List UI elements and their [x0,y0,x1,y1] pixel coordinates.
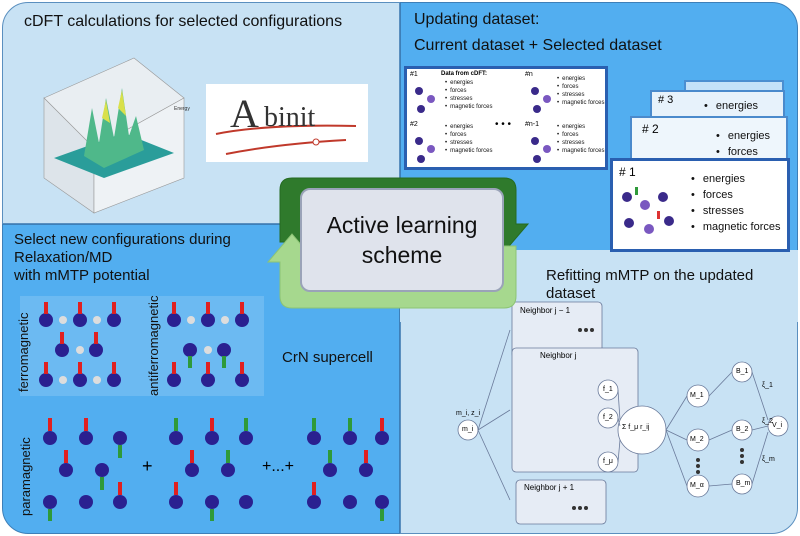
node-M2: M_2 [690,436,704,443]
crystal-icon [622,187,674,234]
node-neighbor-prev: Neighbor j − 1 [520,306,571,315]
refit-title-1: Refitting mMTP on the updated [546,267,754,284]
entry-n-1-list: energies forces stresses magnetic forces [557,123,604,155]
node-Vi: V_i [772,422,783,429]
node-xi1: ξ_1 [762,382,773,389]
label-ferromagnetic: ferromagnetic [16,312,31,392]
node-Mmax: M_α [690,482,704,489]
plus-dots: +...+ [262,458,295,475]
abinit-logo-letter: A [230,91,259,136]
cdft-title: cDFT calculations for selected configura… [24,13,343,30]
entry-n-list: energies forces stresses magnetic forces [557,75,604,107]
paramagnetic-structure-1 [43,418,127,521]
label-supercell: CrN supercell [282,349,373,366]
energy-surface-plot: Energy [43,57,190,214]
entry-ellipsis: • • • [495,119,512,130]
select-title-1: Select new configurations during [14,231,231,248]
crystal-icon [415,137,435,163]
stack-1-label: # 1 [619,165,636,179]
select-title-3: with mMTP potential [14,267,150,284]
crystal-icon [415,87,435,113]
stack-2-label: # 2 [642,122,659,136]
ferromagnetic-structure [39,302,121,387]
entry-n-label: #n [525,71,533,78]
plus-sign: + [142,456,153,476]
dataset-card-2: # 2 energies forces [630,116,788,164]
node-sum: Σ f_μ r_ij [622,424,650,431]
select-title-2: Relaxation/MD [14,249,113,266]
paramagnetic-structure-n [307,418,389,521]
entry-1-list: energies forces stresses magnetic forces [445,79,492,111]
node-neighbor-next: Neighbor j + 1 [524,483,575,492]
dataset-card-1: # 1 energies forces stresses magnetic fo… [610,158,790,252]
updating-dataset-subtitle: Current dataset + Selected dataset [414,37,662,54]
entry-n-1-label: #n-1 [525,121,540,128]
center-line-1: Active learning [326,212,478,238]
node-mi: m_i [462,426,474,433]
active-learning-box: Active learning scheme [300,188,504,292]
svg-text:Energy: Energy [174,106,190,112]
node-f1: f_1 [603,386,613,393]
stack-1-list: energies forces stresses magnetic forces [691,171,781,235]
antiferromagnetic-structure [167,302,249,387]
node-f2: f_2 [603,414,613,421]
node-fu: f_μ [603,458,613,465]
label-antiferromagnetic: antiferromagnetic [146,295,161,396]
crystal-icon [531,87,551,113]
abinit-logo-text: binit [264,102,316,133]
label-paramagnetic: paramagnetic [18,437,33,516]
mmtp-network-diagram [457,301,789,525]
entry-1-label: #1 [410,71,418,78]
crystal-icon [531,137,551,163]
center-line-2: scheme [361,242,443,268]
updating-dataset-title: Updating dataset: [414,11,540,28]
entry-2-list: energies forces stresses magnetic forces [445,123,492,155]
node-Bm: B_m [736,480,751,487]
entry-1-heading: Data from cDFT: [441,71,488,77]
node-M1: M_1 [690,392,704,399]
node-neighbor-cur: Neighbor j [540,351,577,360]
dataset-card-main: #1 Data from cDFT: energies forces stres… [404,66,608,170]
node-mizi: m_i, z_i [456,410,481,417]
node-xi2: ξ_2 [762,418,773,425]
abinit-logo: A binit [206,84,368,162]
node-B2: B_2 [736,426,749,433]
paramagnetic-structure-2 [169,418,253,521]
node-xim: ξ_m [762,456,775,463]
stack-3-list: energies [704,98,758,114]
refit-title-2: dataset [546,285,596,302]
entry-2-label: #2 [410,121,418,128]
node-B1: B_1 [736,368,749,375]
stack-2-list: energies forces [716,128,770,160]
stack-3-label: # 3 [658,94,674,106]
